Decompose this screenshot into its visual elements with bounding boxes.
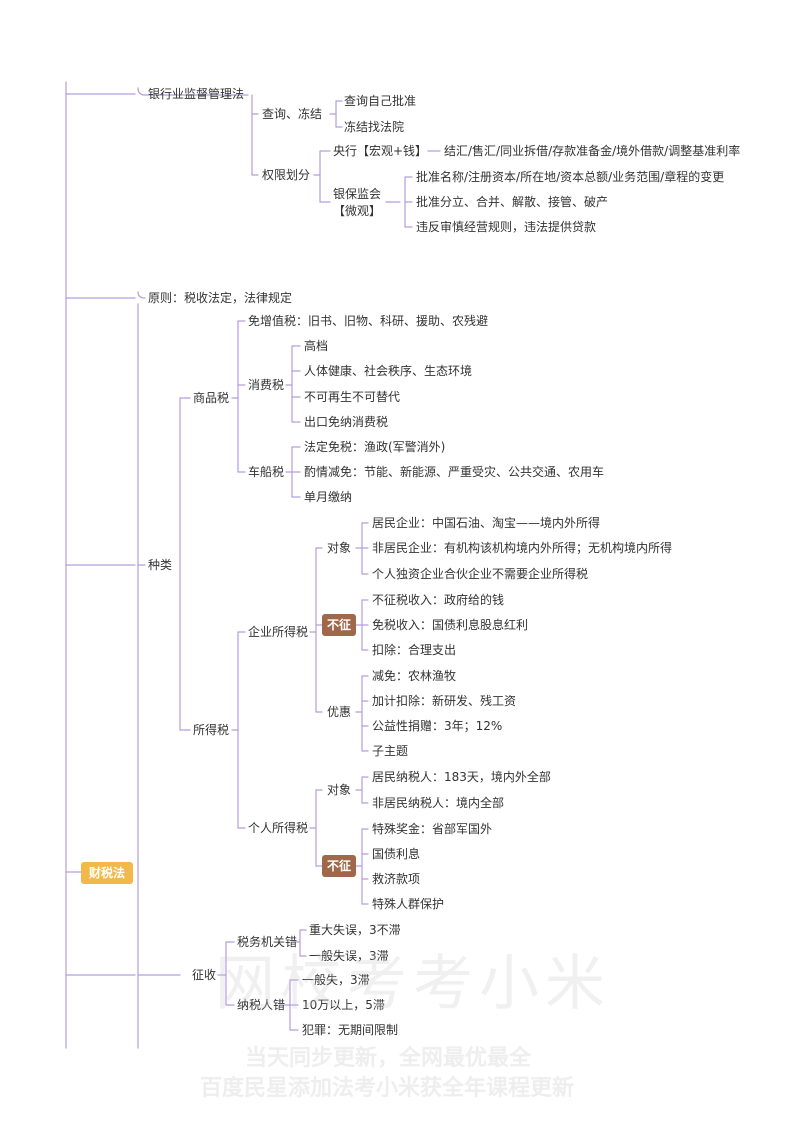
node-consumption-item-4[interactable]: 出口免纳消费税: [304, 415, 389, 429]
node-consumption-item-1[interactable]: 高档: [304, 339, 329, 353]
node-corp-pref-item-1[interactable]: 减免：农林渔牧: [372, 669, 457, 683]
node-collection[interactable]: 征收: [192, 968, 217, 982]
root-node[interactable]: 财税法: [81, 862, 133, 884]
node-corp-object-item-1[interactable]: 居民企业：中国石油、淘宝——境内外所得: [372, 516, 601, 530]
node-taxpayer-fault-item-3[interactable]: 犯罪：无期间限制: [302, 1023, 399, 1037]
node-query-freeze[interactable]: 查询、冻结: [262, 107, 323, 121]
node-vehicle-item-1[interactable]: 法定免税：渔政(军警消外): [304, 440, 446, 454]
watermark-title: 网校考考小米: [215, 949, 611, 1019]
node-cbirc-micro[interactable]: 【微观】: [333, 204, 382, 218]
node-central-bank-items[interactable]: 结汇/售汇/同业拆借/存款准备金/境外借款/调整基准利率: [444, 144, 741, 158]
node-corp-preferential[interactable]: 优惠: [327, 705, 352, 719]
node-corp-not-levied-item-2[interactable]: 免税收入：国债利息股息红利: [372, 618, 529, 632]
node-corp-not-levied-item-1[interactable]: 不征税收入：政府给的钱: [372, 593, 505, 607]
node-cbirc-item-1[interactable]: 批准名称/注册资本/所在地/资本总额/业务范围/章程的变更: [416, 170, 725, 184]
node-banking-law[interactable]: 银行业监督管理法: [148, 87, 245, 101]
node-taxpayer-fault[interactable]: 纳税人错: [237, 998, 286, 1012]
node-cbirc[interactable]: 银保监会: [333, 187, 382, 201]
node-corp-tax[interactable]: 企业所得税: [248, 625, 309, 639]
node-corp-pref-item-4[interactable]: 子主题: [372, 744, 409, 758]
node-corp-object-item-3[interactable]: 个人独资企业合伙企业不需要企业所得税: [372, 567, 589, 581]
node-corp-pref-item-3[interactable]: 公益性捐赠：3年；12%: [372, 719, 503, 733]
node-personal-not-levied-item-2[interactable]: 国债利息: [372, 847, 421, 861]
watermark-line-1: 当天同步更新，全网最优最全: [245, 1046, 532, 1071]
node-goods-tax[interactable]: 商品税: [193, 391, 230, 405]
node-central-bank[interactable]: 央行【宏观+钱】: [333, 144, 428, 158]
node-personal-object[interactable]: 对象: [327, 783, 352, 797]
node-agency-fault-item-1[interactable]: 重大失误，3不滞: [309, 923, 401, 937]
node-corp-not-levied-item-3[interactable]: 扣除：合理支出: [372, 643, 457, 657]
node-vehicle-item-3[interactable]: 单月缴纳: [304, 490, 353, 504]
tag-corp-not-levied[interactable]: 不征: [322, 614, 356, 636]
node-taxpayer-fault-item-2[interactable]: 10万以上，5滞: [302, 998, 385, 1012]
node-cbirc-item-2[interactable]: 批准分立、合并、解散、接管、破产: [416, 195, 609, 209]
node-tax-principle[interactable]: 原则：税收法定，法律规定: [148, 291, 293, 305]
tag-personal-not-levied[interactable]: 不征: [322, 855, 356, 877]
node-cbirc-item-3[interactable]: 违反审慎经营规则，违法提供贷款: [416, 220, 597, 234]
node-vehicle-tax[interactable]: 车船税: [248, 465, 285, 479]
node-query-approval[interactable]: 查询自己批准: [344, 94, 417, 108]
node-agency-fault-item-2[interactable]: 一般失误，3滞: [309, 949, 389, 963]
watermark-line-2: 百度民星添加法考小米获全年课程更新: [200, 1076, 575, 1101]
node-personal-not-levied-item-4[interactable]: 特殊人群保护: [372, 897, 445, 911]
node-vehicle-item-2[interactable]: 酌情减免：节能、新能源、严重受灾、公共交通、农用车: [304, 465, 605, 479]
node-freeze-court[interactable]: 冻结找法院: [344, 120, 405, 134]
node-consumption-item-3[interactable]: 不可再生不可替代: [304, 390, 401, 404]
node-tax-types[interactable]: 种类: [148, 558, 173, 572]
node-agency-fault[interactable]: 税务机关错: [237, 935, 298, 949]
node-consumption-item-2[interactable]: 人体健康、社会秩序、生态环境: [304, 364, 473, 378]
node-vat-exempt[interactable]: 免增值税：旧书、旧物、科研、援助、农残避: [248, 314, 489, 328]
node-personal-not-levied-item-1[interactable]: 特殊奖金：省部军国外: [372, 822, 493, 836]
node-corp-pref-item-2[interactable]: 加计扣除：新研发、残工资: [372, 694, 517, 708]
node-income-tax[interactable]: 所得税: [193, 723, 230, 737]
node-corp-object-item-2[interactable]: 非居民企业：有机构该机构境内外所得；无机构境内所得: [372, 541, 673, 555]
node-personal-tax[interactable]: 个人所得税: [248, 821, 309, 835]
node-consumption-tax[interactable]: 消费税: [248, 378, 285, 392]
node-authority-division[interactable]: 权限划分: [262, 168, 311, 182]
node-personal-object-item-1[interactable]: 居民纳税人：183天，境内外全部: [372, 770, 551, 784]
node-personal-object-item-2[interactable]: 非居民纳税人：境内全部: [372, 796, 505, 810]
node-corp-object[interactable]: 对象: [327, 541, 352, 555]
node-taxpayer-fault-item-1[interactable]: 一般失，3滞: [302, 973, 370, 987]
node-personal-not-levied-item-3[interactable]: 救济款项: [372, 872, 421, 886]
